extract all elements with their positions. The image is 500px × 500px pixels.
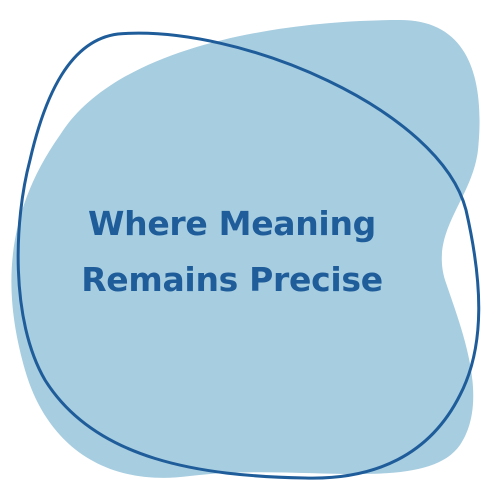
filled-blob-shape	[11, 20, 480, 478]
outline-ring-shape	[16, 31, 481, 480]
headline-line-1: Where Meaning	[88, 204, 376, 243]
headline-line-2: Remains Precise	[81, 260, 383, 299]
headline: Where Meaning Remains Precise	[0, 196, 464, 308]
